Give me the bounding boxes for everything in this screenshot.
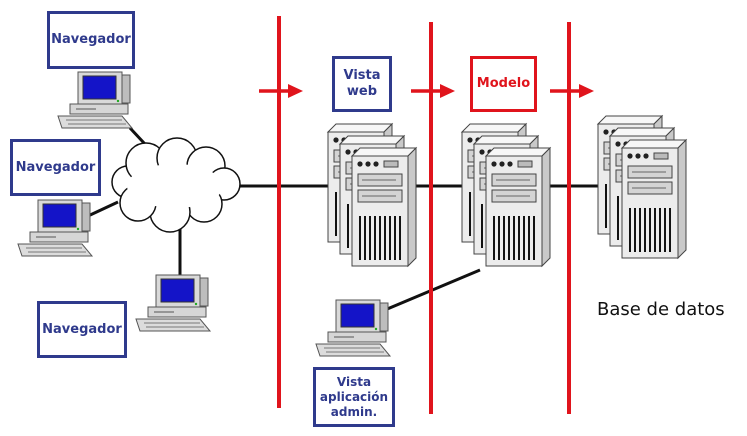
desktop-computer-icon xyxy=(57,71,133,129)
server-tower-icon xyxy=(351,147,417,267)
desktop-computer-icon xyxy=(135,274,211,332)
database-label: Base de datos xyxy=(597,299,725,320)
browser-1-label: Navegador xyxy=(47,11,135,69)
model-server-stack xyxy=(461,123,551,267)
admin-view-label: Vista aplicación admin. xyxy=(313,367,395,427)
database-server-stack xyxy=(597,115,687,259)
desktop-computer-icon xyxy=(17,199,93,257)
server-tower-icon xyxy=(621,139,687,259)
server-tower-icon xyxy=(485,147,551,267)
arrow-right-icon xyxy=(550,84,594,98)
desktop-computer-icon xyxy=(315,299,391,357)
link-browser-2 xyxy=(87,200,119,218)
tier-dividers xyxy=(277,16,571,414)
web-view-label: Vista web xyxy=(332,56,392,112)
arrow-right-icon xyxy=(259,84,303,98)
flow-arrows xyxy=(259,84,594,98)
browser-2-label: Navegador xyxy=(10,139,101,196)
cloud-icon xyxy=(111,137,241,233)
browser-3-label: Navegador xyxy=(37,301,127,358)
web-server-stack xyxy=(327,123,417,267)
arrow-right-icon xyxy=(411,84,455,98)
model-label: Modelo xyxy=(470,56,537,112)
